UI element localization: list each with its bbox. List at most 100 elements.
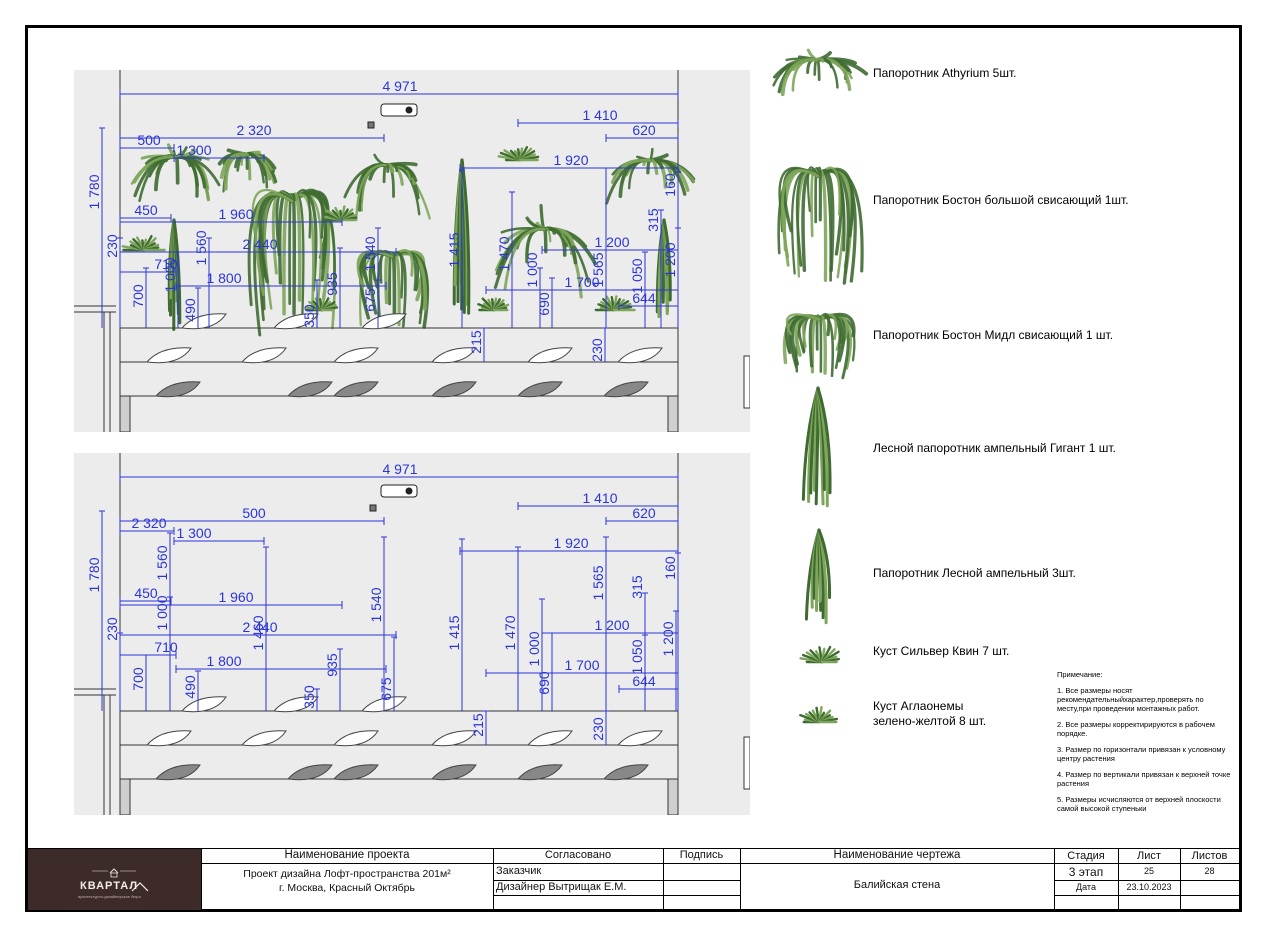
small-bush <box>594 295 636 312</box>
dimension-label: 160 <box>662 173 678 197</box>
dimension-label: 1 780 <box>86 557 102 592</box>
dimension-label: 1 050 <box>629 639 645 674</box>
note-item: 4. Размер по вертикали привязан к верхне… <box>1057 770 1231 788</box>
step-lamp <box>431 347 477 364</box>
step-lamp <box>146 347 192 364</box>
dimension-label: 1 050 <box>629 258 645 293</box>
dimension-label: 1 200 <box>660 621 676 656</box>
dimension-label: 620 <box>632 505 656 521</box>
sheets-header: Листов <box>1191 850 1228 862</box>
customer-label: Заказчик <box>496 865 542 877</box>
dimension-label: 350 <box>301 304 317 328</box>
legend-label-forest-hanging: Папоротник Лесной ампельный 3шт. <box>873 566 1076 580</box>
signature-header: Подпись <box>679 849 724 861</box>
step-lamps <box>146 696 663 781</box>
dimension-label: 230 <box>104 617 120 641</box>
small-bush <box>497 146 540 162</box>
dimension-label: 1 960 <box>218 206 253 222</box>
legend-label-athyrium: Папоротник Athyrium 5шт. <box>873 66 1017 80</box>
fern-plant <box>493 204 597 299</box>
dimension-label: 1 000 <box>526 631 542 666</box>
step-lamp <box>431 730 477 747</box>
fern-plant <box>247 188 337 337</box>
sheet-header: Лист <box>1137 850 1161 862</box>
dimension-label: 315 <box>645 208 661 232</box>
dimension-label: 215 <box>468 330 484 354</box>
step-lamp <box>527 730 573 747</box>
step-lamp <box>603 381 649 398</box>
fern-plant <box>772 48 869 97</box>
projector-icon <box>369 484 418 512</box>
step-lamp <box>287 764 333 781</box>
note-item: 3. Размер по горизонтали привязан к усло… <box>1057 745 1226 763</box>
dimension-label: 1 780 <box>86 174 102 209</box>
company-logo: КВАРТАЛ архитектурно-дизайнерское бюро <box>28 849 201 910</box>
stage-value: 3 этап <box>1068 865 1104 879</box>
step-lamp <box>155 764 201 781</box>
designer-label: Дизайнер Вытрищак Е.М. <box>496 881 627 893</box>
company-name: КВАРТАЛ <box>80 880 139 892</box>
fern-athyrium-icon <box>772 48 869 97</box>
step-lamp <box>333 381 379 398</box>
bush-aglaonema-icon <box>799 705 839 724</box>
approved-header: Согласовано <box>544 849 612 861</box>
dimension-label: 4 971 <box>382 78 417 94</box>
project-line-1: Проект дизайна Лофт-пространства 201м² <box>243 868 451 880</box>
project-line-2: г. Москва, Красный Октябрь <box>279 882 415 894</box>
dimension-label: 710 <box>154 256 178 272</box>
dimension-label: 1 415 <box>446 232 462 267</box>
hanging-fern <box>801 386 832 508</box>
dimension-label: 690 <box>536 292 552 316</box>
step-lamp <box>273 313 319 330</box>
small-bush <box>321 205 358 222</box>
dimension-label: 1 560 <box>193 230 209 265</box>
step-lamp <box>527 347 573 364</box>
dimension-label: 1 700 <box>564 657 599 673</box>
note-item: 2. Все размеры корректирируются в рабоче… <box>1057 720 1215 738</box>
dimension-label: 215 <box>470 713 486 737</box>
dimension-label: 160 <box>662 556 678 580</box>
step-lamp <box>517 764 563 781</box>
dimension-label: 644 <box>632 290 656 306</box>
small-bush <box>477 297 510 312</box>
dimension-label: 2 320 <box>236 122 271 138</box>
legend-label-boston-mid: Папоротник Бостон Мидл свисающий 1 шт. <box>873 328 1114 342</box>
dimension-label: 500 <box>137 132 161 148</box>
small-bush <box>121 234 166 252</box>
dimension-label: 1 470 <box>496 236 512 271</box>
step-lamp <box>181 313 227 330</box>
sheet-value: 25 <box>1143 866 1154 876</box>
step-lamp <box>431 764 477 781</box>
dimension-label: 644 <box>632 673 656 689</box>
dimension-label: 1 700 <box>564 274 599 290</box>
dimension-label: 1 800 <box>206 653 241 669</box>
dimension-label: 2 440 <box>242 236 277 252</box>
date-value: 23.10.2023 <box>1126 882 1172 892</box>
dimension-label: 450 <box>134 585 158 601</box>
dimension-label: 1 460 <box>250 615 266 650</box>
notes-block: Примечание: 1. Все размеры носят рекомен… <box>1057 670 1239 820</box>
sheets-value: 28 <box>1204 866 1215 876</box>
fern-plant <box>782 312 856 380</box>
step-lamp <box>603 764 649 781</box>
dimension-label: 1 565 <box>590 565 606 600</box>
dimension-label: 1 540 <box>362 236 378 271</box>
step-lamp <box>241 730 287 747</box>
fern-forest-hanging-icon <box>804 528 832 625</box>
small-bush <box>305 297 339 312</box>
dimension-label: 1 200 <box>594 234 629 250</box>
bush-silver-queen-icon <box>799 645 840 664</box>
dimension-label: 1 920 <box>553 535 588 551</box>
dimension-label: 2 320 <box>131 515 166 531</box>
drawing-name: Балийская стена <box>853 879 941 891</box>
project-header: Наименование проекта <box>284 849 410 861</box>
dimension-label: 620 <box>632 122 656 138</box>
step-lamp <box>333 730 379 747</box>
step-lamp <box>617 730 663 747</box>
company-tagline: архитектурно-дизайнерское бюро <box>78 894 141 899</box>
step-lamp <box>617 347 663 364</box>
step-lamp <box>333 347 379 364</box>
legend-label-silver-queen: Куст Сильвер Квин 7 шт. <box>873 644 1010 658</box>
